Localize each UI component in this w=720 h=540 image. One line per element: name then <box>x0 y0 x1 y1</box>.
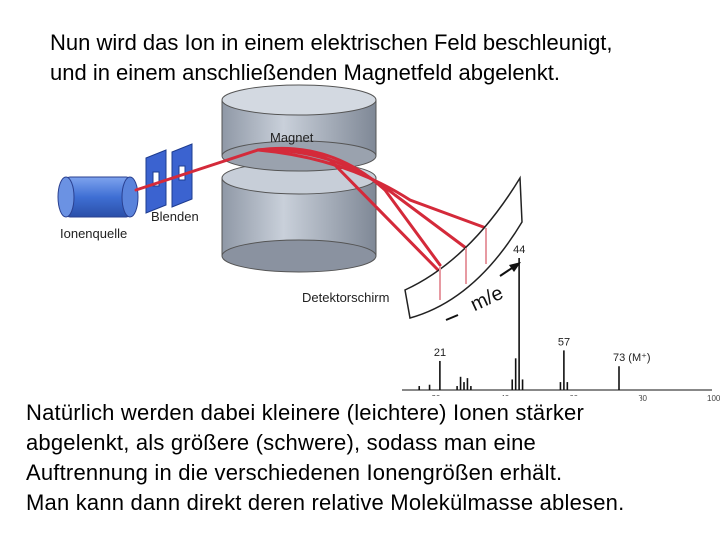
heading-text: Nun wird das Ion in einem elektrischen F… <box>50 28 613 88</box>
magnet-lower <box>221 161 377 273</box>
spectrum-tick-label: 80 <box>638 394 647 403</box>
spectrum-tick-label: 100 <box>707 394 720 403</box>
body-line-3: Auftrennung in die verschiedenen Ionengr… <box>26 460 563 485</box>
apertures-label: Blenden <box>151 209 199 224</box>
magnet-upper <box>221 84 377 172</box>
detector-label: Detektorschirm <box>302 290 389 305</box>
body-text: Natürlich werden dabei kleinere (leichte… <box>26 398 624 518</box>
body-line-2: abgelenkt, als größere (schwere), sodass… <box>26 430 536 455</box>
ion-beams <box>134 146 488 274</box>
spectrum-peak-label: 44 <box>513 244 525 256</box>
ion-source-label: Ionenquelle <box>60 226 127 241</box>
heading-line-1: Nun wird das Ion in einem elektrischen F… <box>50 30 613 55</box>
body-line-4: Man kann dann direkt deren relative Mole… <box>26 490 625 515</box>
ion-source <box>57 176 139 218</box>
mz-arrow-line <box>445 314 459 321</box>
spectrum-peak-label: 73 (M⁺) <box>613 352 651 364</box>
body-line-1: Natürlich werden dabei kleinere (leichte… <box>26 400 585 425</box>
magnet-label: Magnet <box>270 130 314 145</box>
detector-screen <box>404 175 523 319</box>
spectrum-peak-label: 57 <box>558 336 570 348</box>
mz-label: m/e <box>467 282 507 316</box>
spectrum-peak-label: 21 <box>434 347 446 359</box>
heading-line-2: und in einem anschließenden Magnetfeld a… <box>50 60 561 85</box>
body-text-background <box>20 396 640 526</box>
mz-arrow-head <box>509 262 521 272</box>
